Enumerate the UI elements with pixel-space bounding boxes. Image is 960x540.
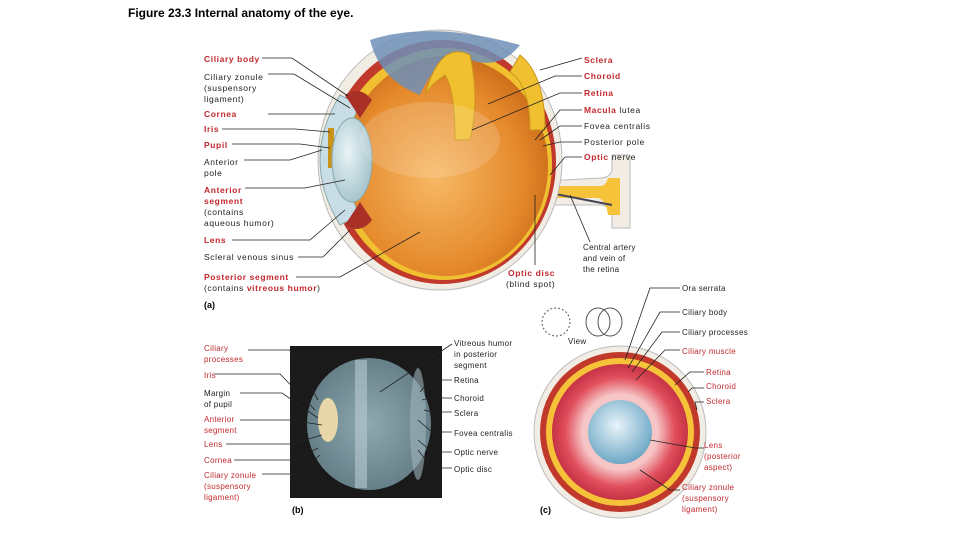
- eye-dissection-photo: [290, 346, 442, 498]
- label-lens: Lens: [204, 235, 227, 245]
- label-c-lens: Lens (posterior aspect): [704, 441, 741, 472]
- label-b-cornea: Cornea: [204, 456, 233, 465]
- label-b-ciliary-zonule: Ciliary zonule (suspensory ligament): [204, 471, 257, 502]
- label-b-sclera: Sclera: [454, 409, 479, 418]
- eye-cross-section: [317, 29, 631, 291]
- figure-title: Figure 23.3 Internal anatomy of the eye.: [128, 6, 354, 20]
- label-anterior-segment-note: (contains aqueous humor): [204, 207, 275, 228]
- label-posterior-segment-note: (contains vitreous humor): [204, 283, 321, 293]
- label-blind-spot: (blind spot): [506, 279, 556, 289]
- label-macula-lutea: Macula lutea: [584, 105, 641, 115]
- label-b-lens: Lens: [204, 440, 223, 449]
- label-c-ciliary-muscle: Ciliary muscle: [682, 347, 736, 356]
- label-b-vitreous-humor: Vitreous humor in posterior segment: [454, 339, 513, 370]
- eye-anterior-view: [533, 345, 707, 519]
- label-b-optic-nerve: Optic nerve: [454, 448, 499, 457]
- label-c-choroid: Choroid: [706, 382, 737, 391]
- label-c-ciliary-zonule: Ciliary zonule (suspensory ligament): [682, 483, 735, 514]
- label-c-ora-serrata: Ora serrata: [682, 284, 726, 293]
- label-b-anterior-segment: Anterior segment: [204, 415, 237, 435]
- label-pupil: Pupil: [204, 140, 228, 150]
- label-posterior-pole: Posterior pole: [584, 137, 645, 147]
- label-optic-nerve: Optic nerve: [584, 152, 636, 162]
- leader-lines-b: [214, 343, 453, 475]
- label-retina: Retina: [584, 88, 614, 98]
- label-c-retina: Retina: [706, 368, 731, 377]
- label-c-ciliary-processes: Ciliary processes: [682, 328, 749, 337]
- label-cornea: Cornea: [204, 109, 237, 119]
- label-ciliary-body: Ciliary body: [204, 54, 260, 64]
- label-b-optic-disc: Optic disc: [454, 465, 493, 474]
- label-b-choroid: Choroid: [454, 394, 485, 403]
- label-scleral-venous-sinus: Scleral venous sinus: [204, 252, 294, 262]
- label-posterior-segment: Posterior segment: [204, 272, 289, 282]
- label-b-margin-of-pupil: Margin of pupil: [204, 389, 233, 409]
- label-optic-disc: Optic disc: [508, 268, 556, 278]
- label-c-sclera: Sclera: [706, 397, 731, 406]
- label-anterior-segment: Anterior segment: [204, 185, 244, 206]
- label-central-artery: Central artery and vein of the retina: [583, 243, 636, 274]
- label-b-retina: Retina: [454, 376, 479, 385]
- label-b-fovea-centralis: Fovea centralis: [454, 429, 513, 438]
- label-c-ciliary-body: Ciliary body: [682, 308, 728, 317]
- label-ciliary-zonule: Ciliary zonule (suspensory ligament): [204, 72, 264, 104]
- panel-tag-c: (c): [540, 505, 551, 515]
- label-fovea-centralis: Fovea centralis: [584, 121, 651, 131]
- view-direction-icon: [541, 307, 623, 337]
- label-b-ciliary-processes: Ciliary processes: [204, 344, 244, 364]
- label-iris: Iris: [204, 124, 220, 134]
- leader-lines: [222, 57, 704, 491]
- panel-tag-a: (a): [204, 300, 215, 310]
- label-anterior-pole: Anterior pole: [204, 157, 239, 178]
- label-b-iris: Iris: [204, 371, 216, 380]
- panel-tag-b: (b): [292, 505, 304, 515]
- label-sclera: Sclera: [584, 55, 614, 65]
- label-choroid: Choroid: [584, 71, 621, 81]
- label-c-view: View: [568, 337, 587, 346]
